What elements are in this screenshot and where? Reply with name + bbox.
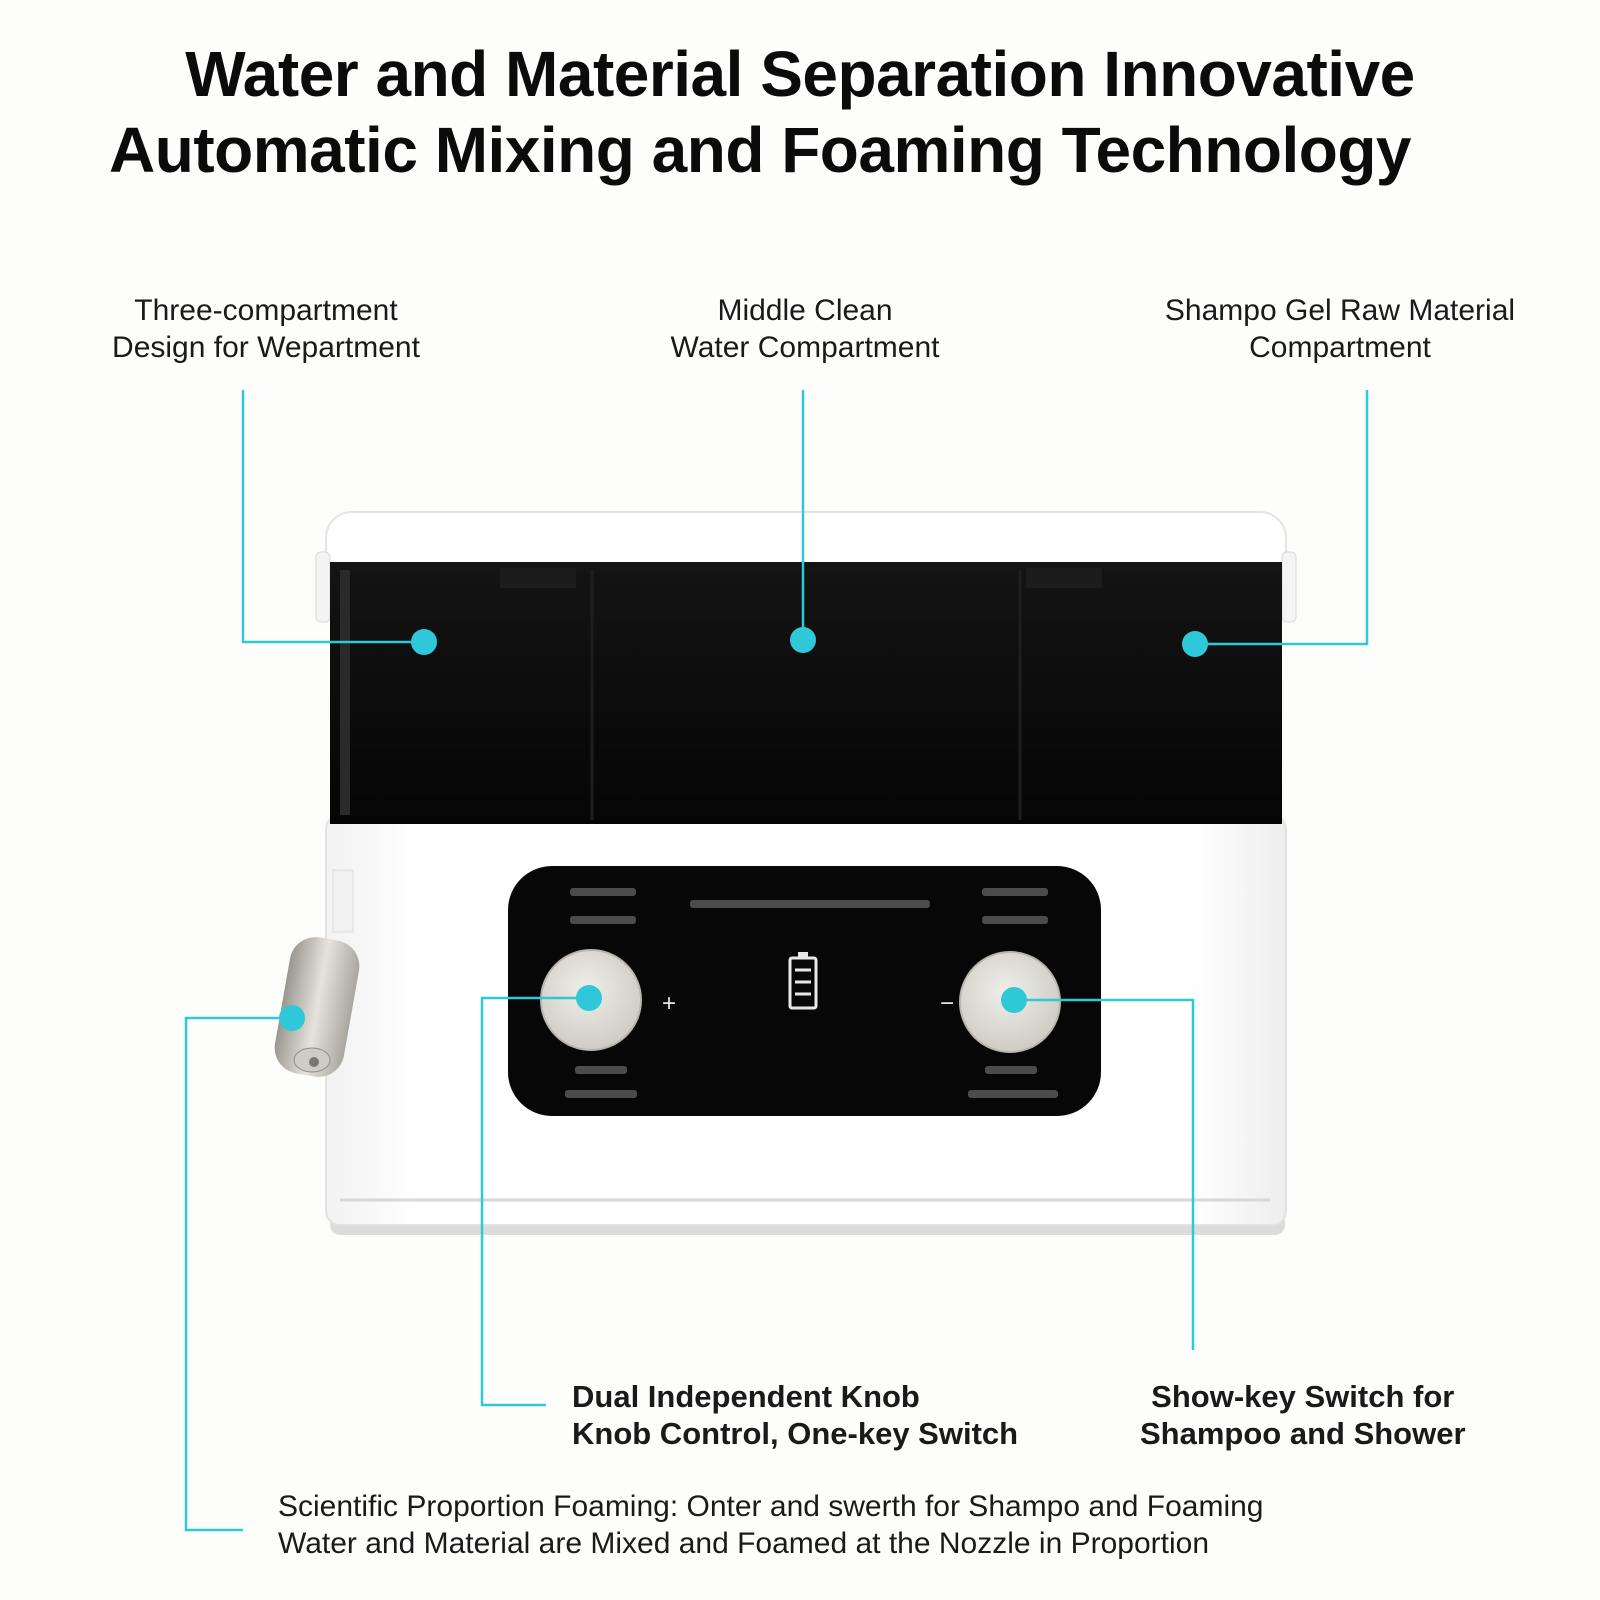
callout-dual-knob-line1: Dual Independent Knob [572, 1379, 920, 1414]
callout-show-key-line1: Show-key Switch for [1151, 1379, 1455, 1414]
callout-dual-knob: Dual Independent Knob Knob Control, One-… [572, 1378, 1018, 1452]
tank-rim-left [500, 568, 576, 588]
tank-highlight [340, 570, 350, 815]
right-hinge [1281, 551, 1297, 623]
dot-shampoo-gel [1182, 631, 1208, 657]
dot-three-compartment [411, 629, 437, 655]
left-knob-plus-sign: + [662, 990, 676, 1017]
callout-three-compartment-line1: Three-compartment [134, 294, 398, 327]
battery-icon [788, 952, 818, 1010]
callout-scientific-line2: Water and Material are Mixed and Foamed … [278, 1527, 1210, 1560]
page-title: Water and Material Separation Innovative… [0, 36, 1600, 188]
callout-lines [184, 390, 1369, 1532]
callout-dots [279, 627, 1208, 1031]
side-slot [332, 869, 354, 933]
dot-middle-clean [790, 627, 816, 653]
leader-shampoo-gel [1195, 390, 1369, 646]
control-panel [508, 866, 1101, 1116]
callout-middle-clean-line1: Middle Clean [717, 294, 893, 327]
leader-show-key [1014, 998, 1195, 1350]
callout-show-key: Show-key Switch for Shampoo and Shower [1140, 1378, 1466, 1452]
callout-shampoo-gel-line2: Compartment [1249, 331, 1431, 364]
tank-rim-right [1026, 568, 1102, 588]
dot-nozzle [279, 1005, 305, 1031]
leader-dual-knob [480, 996, 591, 1407]
callout-middle-clean-line2: Water Compartment [670, 331, 940, 364]
leader-three-compartment [241, 390, 424, 644]
dot-right-knob [1001, 987, 1027, 1013]
dot-left-knob [576, 985, 602, 1011]
callout-scientific-line1: Scientific Proportion Foaming: Onter and… [278, 1490, 1264, 1523]
callout-scientific: Scientific Proportion Foaming: Onter and… [278, 1488, 1264, 1562]
leader-scientific [184, 1016, 292, 1532]
transparent-tank [330, 562, 1282, 824]
dispenser-device: + − [271, 511, 1297, 1235]
left-hinge [315, 551, 331, 623]
callout-shampoo-gel: Shampo Gel Raw Material Compartment [1140, 292, 1540, 366]
callout-middle-clean: Middle Clean Water Compartment [640, 292, 970, 366]
callout-dual-knob-line2: Knob Control, One-key Switch [572, 1416, 1019, 1451]
callout-show-key-line2: Shampoo and Shower [1140, 1416, 1466, 1451]
right-knob-minus-sign: − [940, 990, 954, 1017]
callout-three-compartment-line2: Design for Wepartment [112, 331, 420, 364]
callout-three-compartment: Three-compartment Design for Wepartment [96, 292, 436, 366]
title-line-1: Water and Material Separation Innovative [185, 38, 1415, 110]
panel-blurred-text [565, 888, 1058, 1098]
foam-nozzle[interactable] [271, 933, 364, 1081]
callout-shampoo-gel-line1: Shampo Gel Raw Material [1164, 294, 1516, 327]
title-line-2: Automatic Mixing and Foaming Technology [109, 114, 1412, 186]
